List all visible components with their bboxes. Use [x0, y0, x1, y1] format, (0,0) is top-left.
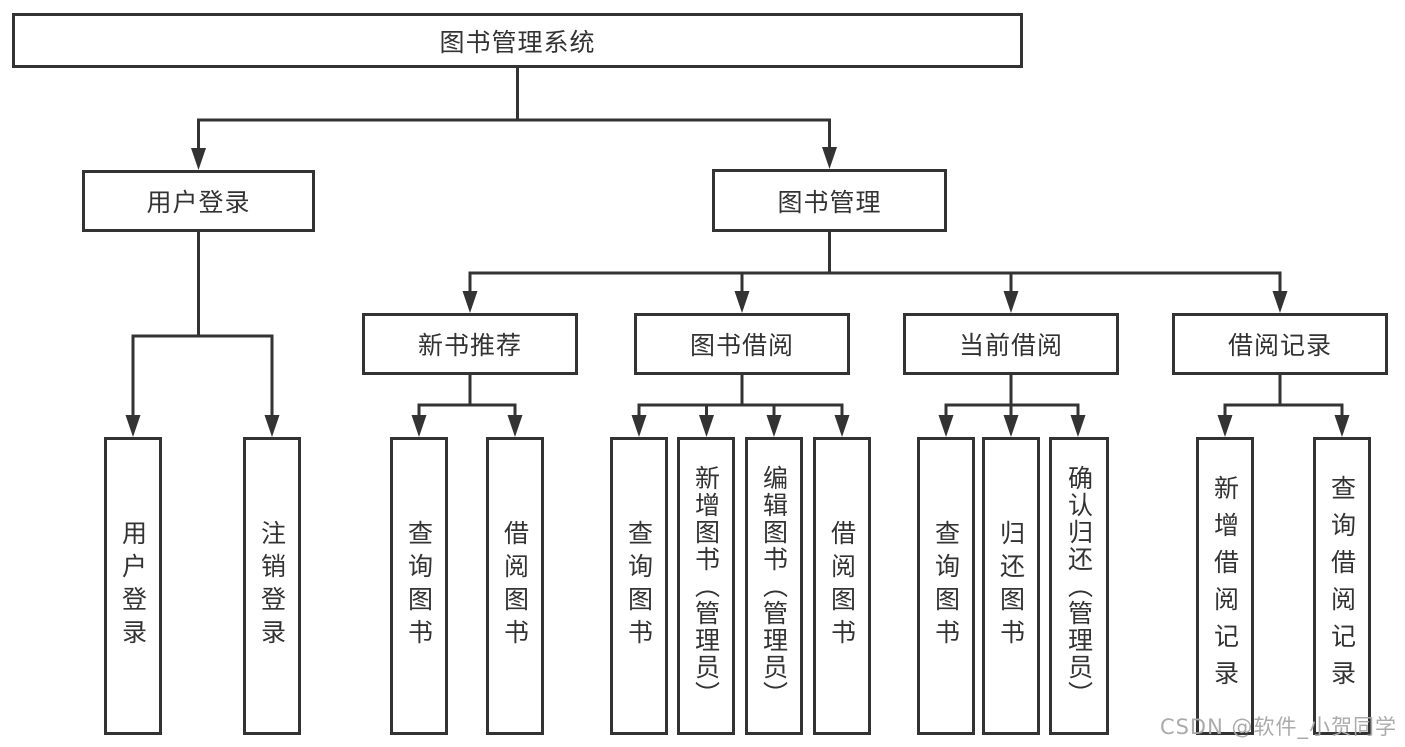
node-borrowing-records: 借阅记录 — [1172, 313, 1388, 375]
node-current-borrowing: 当前借阅 — [903, 313, 1119, 375]
leaf-query-books-current-label: 查询图书 — [931, 520, 961, 652]
node-library-management-system: 图书管理系统 — [12, 13, 1023, 68]
leaf-borrow-books-recommend: 借阅图书 — [486, 437, 544, 735]
node-new-book-recommend: 新书推荐 — [362, 313, 578, 375]
arrowheads — [125, 147, 1350, 437]
leaf-add-borrow-record-label: 新增借阅记录 — [1210, 475, 1240, 697]
leaf-query-books-current: 查询图书 — [917, 437, 975, 735]
leaf-borrow-books-label: 借阅图书 — [827, 520, 857, 652]
leaf-edit-books-admin-label: 编辑图书（管理员） — [759, 464, 789, 708]
leaf-borrow-books: 借阅图书 — [813, 437, 871, 735]
leaf-edit-books-admin: 编辑图书（管理员） — [745, 437, 803, 735]
node-user-login: 用户登录 — [82, 170, 315, 232]
node-book-borrowing: 图书借阅 — [634, 313, 850, 375]
leaf-user-login-label: 用户登录 — [118, 520, 148, 652]
leaf-add-books-admin-label: 新增图书（管理员） — [691, 464, 721, 708]
leaf-query-books-recommend-label: 查询图书 — [404, 520, 434, 652]
leaf-query-borrow-record: 查询借阅记录 — [1313, 437, 1371, 735]
leaf-query-books-borrow-label: 查询图书 — [624, 520, 654, 652]
leaf-borrow-books-recommend-label: 借阅图书 — [500, 520, 530, 652]
leaf-confirm-return-admin-label: 确认归还（管理员） — [1064, 464, 1094, 708]
leaf-return-books: 归还图书 — [982, 437, 1040, 735]
leaf-query-borrow-record-label: 查询借阅记录 — [1327, 475, 1357, 697]
leaf-add-borrow-record: 新增借阅记录 — [1196, 437, 1254, 735]
leaf-query-books-recommend: 查询图书 — [390, 437, 448, 735]
csdn-watermark: CSDN @软件_小贺同学 — [1159, 715, 1397, 739]
leaf-query-books-borrow: 查询图书 — [610, 437, 668, 735]
leaf-user-login: 用户登录 — [104, 437, 162, 735]
leaf-add-books-admin: 新增图书（管理员） — [677, 437, 735, 735]
leaf-logout: 注销登录 — [243, 437, 301, 735]
leaf-logout-label: 注销登录 — [257, 520, 287, 652]
node-book-management: 图书管理 — [712, 169, 947, 232]
leaf-return-books-label: 归还图书 — [996, 520, 1026, 652]
leaf-confirm-return-admin: 确认归还（管理员） — [1049, 437, 1109, 735]
